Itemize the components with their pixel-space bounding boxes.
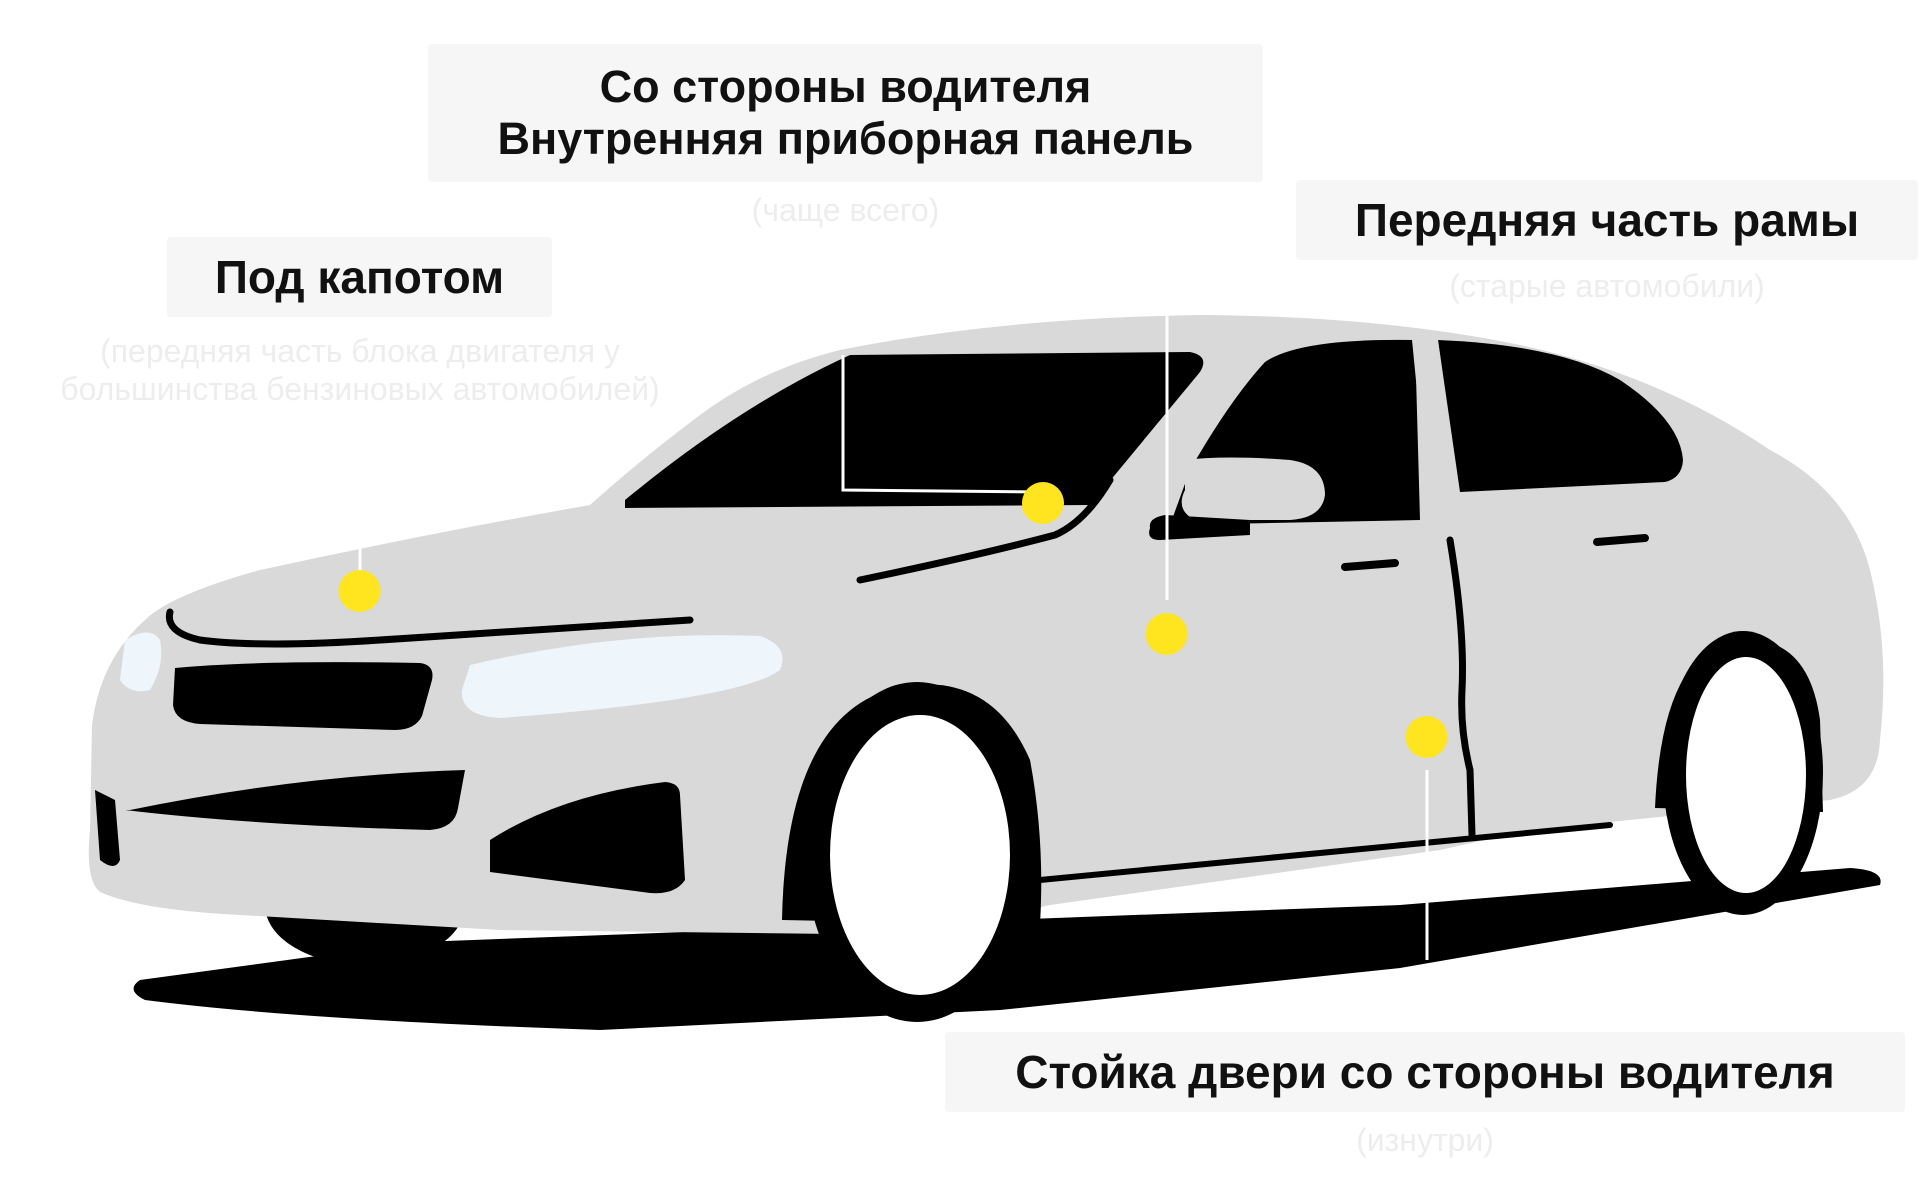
note-most-common: (чаще всего) — [751, 192, 940, 228]
marker-dashboard — [1022, 482, 1064, 524]
door-seam — [1446, 536, 1476, 839]
beltline — [856, 476, 1114, 584]
note-inside: (изнутри) — [1356, 1122, 1494, 1158]
label-driver-side-line2: Внутренняя приборная панель — [497, 113, 1194, 164]
note-engine-block-line2: большинства бензиновых автомобилей) — [60, 371, 660, 407]
label-front-frame-title: Передняя часть рамы — [1354, 194, 1860, 246]
label-door-pillar-title: Стойка двери со стороны водителя — [1015, 1046, 1835, 1098]
note-engine-block: (передняя часть блока двигателя у больши… — [0, 332, 720, 408]
front-grille — [173, 662, 433, 730]
rear-side-window — [1438, 340, 1683, 492]
marker-under-hood — [339, 570, 381, 612]
front-door-handle — [1341, 559, 1399, 571]
rear-door-handle — [1593, 534, 1649, 546]
label-door-pillar: Стойка двери со стороны водителя — [945, 1032, 1905, 1112]
label-front-frame: Передняя часть рамы — [1296, 180, 1918, 260]
lower-bumper-intake — [125, 770, 465, 830]
right-headlight — [461, 635, 783, 718]
label-driver-side-line1: Со стороны водителя — [599, 61, 1092, 112]
left-fog-intake — [95, 790, 120, 866]
note-old-cars: (старые автомобили) — [1449, 268, 1765, 304]
windshield — [625, 352, 1204, 508]
left-headlight — [120, 632, 162, 692]
right-fog-intake — [490, 782, 685, 894]
mirror-base — [1149, 515, 1250, 540]
rocker-line — [1037, 822, 1613, 883]
rear-wheel — [1686, 657, 1806, 893]
side-mirror — [1181, 457, 1325, 520]
leader-line-dashboard — [841, 355, 1041, 494]
b-pillar — [1412, 340, 1462, 522]
front-wheel — [830, 715, 1010, 995]
label-driver-side-dashboard: Со стороны водителя Внутренняя приборная… — [428, 44, 1263, 182]
label-under-hood-title: Под капотом — [214, 251, 505, 303]
note-engine-block-line1: (передняя часть блока двигателя у — [100, 333, 620, 369]
label-under-hood: Под капотом — [167, 237, 552, 317]
marker-door-pillar — [1406, 716, 1448, 758]
marker-front-frame — [1146, 613, 1188, 655]
hood-crease — [165, 608, 694, 648]
